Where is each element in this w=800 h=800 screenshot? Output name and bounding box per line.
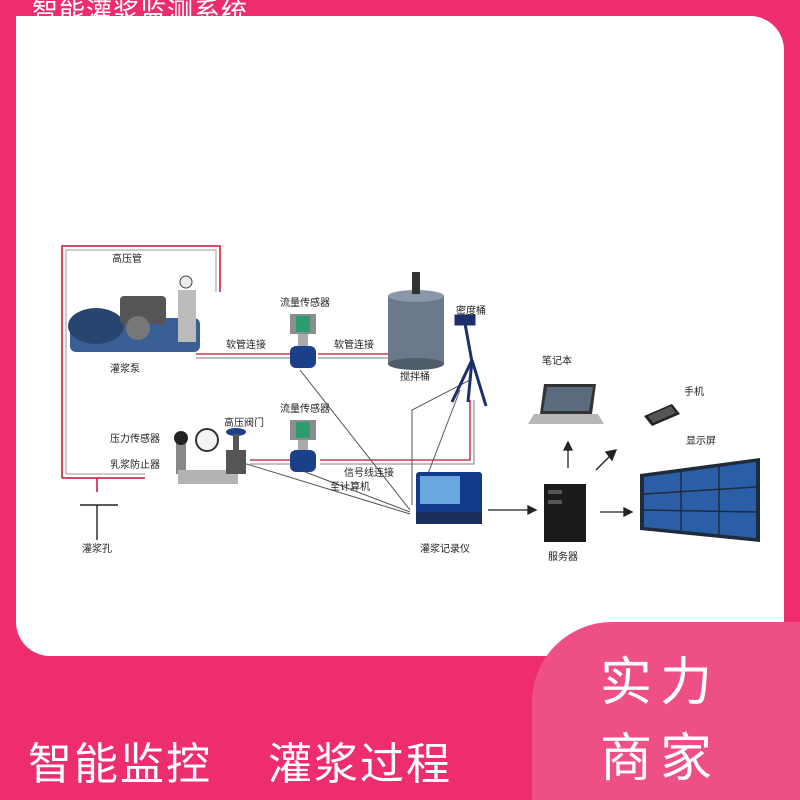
label-pressure-sensor: 压力传感器 bbox=[110, 432, 160, 445]
label-grout-pump: 灌浆泵 bbox=[110, 362, 140, 375]
label-hose-right: 软管连接 bbox=[334, 338, 374, 351]
density-bucket-icon bbox=[450, 314, 488, 407]
label-high-pressure-pipe: 高压管 bbox=[112, 252, 142, 265]
badge-panel bbox=[532, 622, 800, 800]
grout-hole-icon bbox=[80, 504, 118, 540]
label-grout-hole: 灌浆孔 bbox=[82, 542, 112, 555]
flow-arrows bbox=[488, 440, 634, 518]
label-server: 服务器 bbox=[548, 550, 578, 563]
recorder-icon bbox=[416, 472, 482, 524]
pressure-sensor-icon bbox=[174, 428, 238, 484]
server-icon bbox=[544, 484, 586, 542]
label-laptop: 笔记本 bbox=[542, 354, 572, 367]
label-high-pressure-valve: 高压阀门 bbox=[224, 416, 264, 429]
signal-lines bbox=[239, 369, 471, 515]
high-pressure-valve-icon bbox=[226, 428, 246, 474]
label-hose-left: 软管连接 bbox=[226, 338, 266, 351]
phone-icon bbox=[644, 404, 680, 426]
label-flow-sensor-bottom: 流量传感器 bbox=[280, 402, 330, 415]
flow-sensor-bottom-icon bbox=[290, 420, 316, 472]
hose-lines bbox=[196, 353, 475, 465]
label-stir-bucket: 搅拌桶 bbox=[400, 370, 430, 383]
badge-line-1: 实力 bbox=[600, 653, 721, 713]
display-screen-icon bbox=[640, 458, 760, 542]
label-display-screen: 显示屏 bbox=[686, 435, 716, 447]
label-anti-slurry: 乳浆防止器 bbox=[110, 458, 160, 471]
laptop-icon bbox=[528, 384, 604, 424]
label-signal-line: 信号线连接 bbox=[344, 466, 394, 479]
label-to-computer: 至计算机 bbox=[330, 480, 370, 493]
label-recorder: 灌浆记录仪 bbox=[420, 542, 470, 555]
grout-pump-icon bbox=[68, 275, 200, 352]
label-phone: 手机 bbox=[684, 385, 704, 398]
slogan-right: 灌浆过程 bbox=[268, 739, 452, 790]
slogan-left: 智能监控 bbox=[28, 739, 212, 790]
badge-line-2: 商家 bbox=[600, 729, 721, 789]
high-pressure-pipe-loop bbox=[61, 245, 221, 492]
label-density-bucket: 密度桶 bbox=[456, 304, 486, 317]
label-flow-sensor-top: 流量传感器 bbox=[280, 296, 330, 309]
stir-bucket-icon bbox=[388, 272, 444, 370]
flow-sensor-top-icon bbox=[290, 314, 316, 368]
